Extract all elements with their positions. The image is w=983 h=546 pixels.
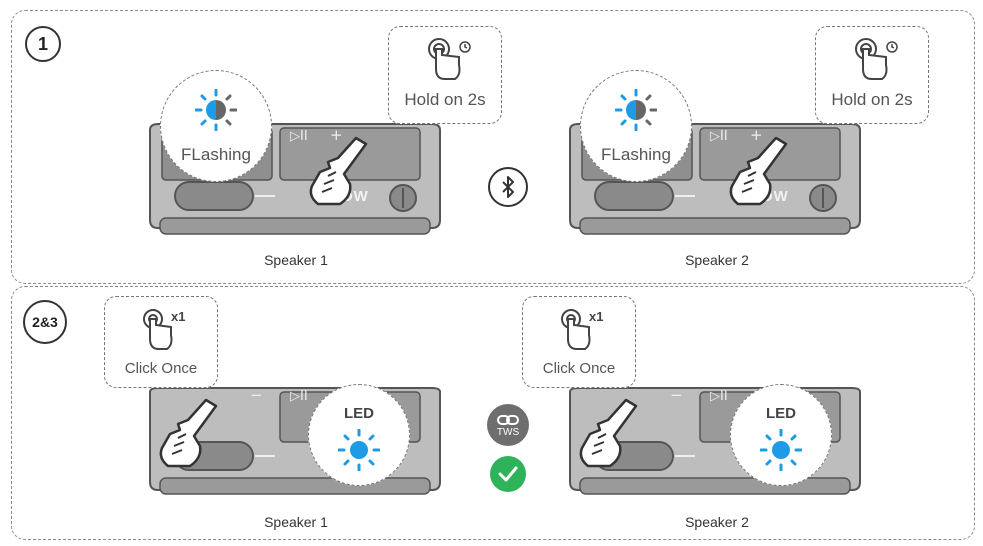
click-callout-1: x1 Click Once	[104, 296, 218, 388]
tws-label: TWS	[496, 426, 520, 438]
flashing-label: FLashing	[601, 145, 671, 164]
svg-text:+: +	[750, 126, 763, 144]
press-timer-icon	[850, 35, 900, 83]
click-label: Click Once	[124, 360, 198, 377]
speaker-1-caption: Speaker 1	[264, 514, 328, 530]
hold-callout-1: Hold on 2s	[388, 26, 502, 124]
speaker-2-caption: Speaker 2	[685, 514, 749, 530]
led-label: LED	[766, 405, 796, 422]
step1-panel	[11, 10, 975, 284]
svg-text:−: −	[250, 386, 263, 404]
hand-icon	[150, 392, 230, 472]
hand-icon	[300, 130, 380, 210]
svg-text:▷II: ▷II	[710, 389, 728, 404]
led-on-icon	[760, 429, 802, 471]
svg-text:+: +	[330, 126, 343, 144]
click-count: x1	[171, 309, 186, 324]
tws-link-icon: TWS	[487, 404, 529, 446]
hand-icon	[570, 392, 650, 472]
svg-text:−: −	[670, 386, 683, 404]
press-icon	[139, 307, 175, 353]
click-callout-2: x1 Click Once	[522, 296, 636, 388]
step2-badge: 2&3	[23, 300, 67, 344]
speaker-1-caption: Speaker 1	[264, 252, 328, 268]
svg-text:▷II: ▷II	[290, 389, 308, 404]
checkmark-icon	[490, 456, 526, 492]
click-label: Click Once	[542, 360, 616, 377]
flashing-bubble-2: FLashing	[580, 70, 692, 182]
led-half-icon	[195, 89, 237, 131]
bluetooth-icon	[488, 167, 528, 207]
hold-label: Hold on 2s	[404, 90, 486, 109]
hold-callout-2: Hold on 2s	[815, 26, 929, 124]
step1-badge: 1	[25, 26, 61, 62]
click-count: x1	[589, 309, 604, 324]
led-half-icon	[615, 89, 657, 131]
svg-text:▷II: ▷II	[290, 129, 308, 144]
step2-panel	[11, 286, 975, 540]
led-bubble-2: LED	[730, 384, 832, 486]
flashing-label: FLashing	[181, 145, 251, 164]
hand-icon	[720, 130, 800, 210]
led-bubble-1: LED	[308, 384, 410, 486]
led-on-icon	[338, 429, 380, 471]
hold-label: Hold on 2s	[831, 90, 913, 109]
flashing-bubble-1: FLashing	[160, 70, 272, 182]
led-label: LED	[344, 405, 374, 422]
svg-text:▷II: ▷II	[710, 129, 728, 144]
press-icon	[557, 307, 593, 353]
press-timer-icon	[423, 35, 473, 83]
speaker-2-caption: Speaker 2	[685, 252, 749, 268]
